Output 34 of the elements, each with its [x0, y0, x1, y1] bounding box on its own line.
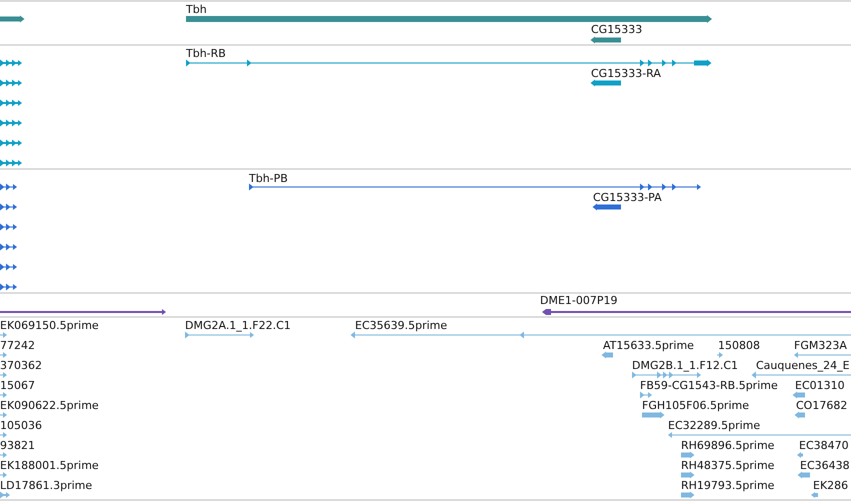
- feature-label: Tbh-PB: [249, 172, 288, 185]
- feature-label: EC36438: [800, 459, 850, 472]
- feature-label: RH48375.5prime: [681, 459, 774, 472]
- feature-label: 93821: [0, 439, 35, 452]
- feature-label: EC38470: [799, 439, 849, 452]
- feature-label: CO17682: [796, 399, 848, 412]
- feature-label: 15067: [0, 379, 35, 392]
- feature-label: CG15333-RA: [591, 67, 661, 80]
- feature-label: Tbh-RB: [186, 47, 226, 60]
- feature-label: EK286: [813, 479, 848, 492]
- feature-label: RH19793.5prime: [681, 479, 774, 492]
- feature-label: Tbh: [186, 3, 207, 16]
- feature-label: 105036: [0, 419, 42, 432]
- feature-label: EC01310: [795, 379, 845, 392]
- feature-label: EC32289.5prime: [668, 419, 760, 432]
- feature-label: DMG2A.1_1.F22.C1: [185, 319, 291, 332]
- feature-label: LD17861.3prime: [0, 479, 92, 492]
- feature-label: AT15633.5prime: [603, 339, 694, 352]
- feature-label: EK069150.5prime: [0, 319, 99, 332]
- feature-label: RH69896.5prime: [681, 439, 774, 452]
- feature-label: CG15333-PA: [593, 191, 662, 204]
- feature-label: EC35639.5prime: [355, 319, 448, 332]
- feature-label: 370362: [0, 359, 42, 372]
- feature-label: Cauquenes_24_E: [756, 359, 850, 372]
- feature-label: EK090622.5prime: [0, 399, 99, 412]
- feature-label: 77242: [0, 339, 35, 352]
- feature-label: EK188001.5prime: [0, 459, 99, 472]
- feature-label: DME1-007P19: [540, 294, 618, 307]
- feature-label: FGM323A: [794, 339, 847, 352]
- feature-label: CG15333: [591, 23, 642, 36]
- feature-label: FGH105F06.5prime: [642, 399, 749, 412]
- feature-label: 150808: [718, 339, 760, 352]
- feature-label: DMG2B.1_1.F12.C1: [632, 359, 738, 372]
- feature-label: FB59-CG1543-RB.5prime: [640, 379, 778, 392]
